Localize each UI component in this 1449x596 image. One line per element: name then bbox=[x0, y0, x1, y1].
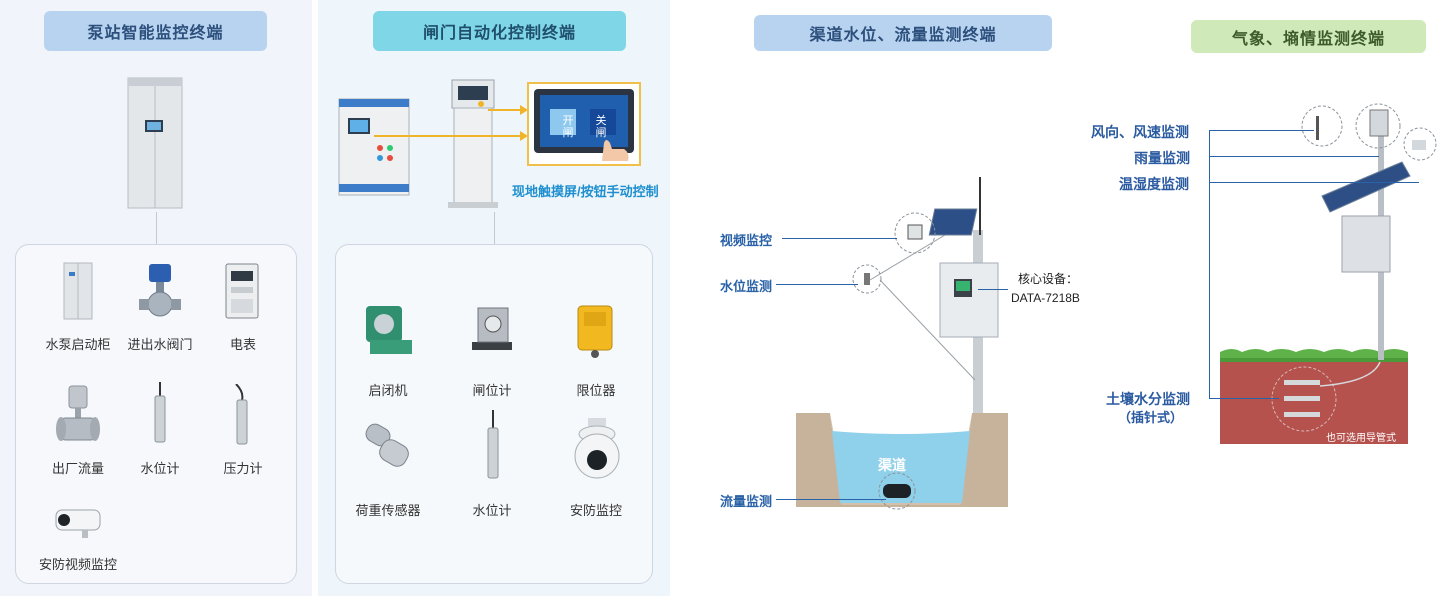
item-caption: 荷重传感器 bbox=[355, 503, 421, 518]
dome-camera-icon bbox=[574, 418, 620, 479]
item-caption: 出厂流量 bbox=[51, 461, 104, 476]
touch-control-label: 现地触摸屏/按钮手动控制 bbox=[512, 184, 659, 199]
bullet-camera-icon bbox=[55, 509, 101, 538]
item-caption: 启闭机 bbox=[368, 383, 408, 398]
gate-encoder-icon bbox=[472, 307, 512, 350]
item-caption: 安防视频监控 bbox=[38, 557, 117, 572]
channel-label: 渠道 bbox=[878, 457, 906, 473]
pointer-line bbox=[1209, 130, 1210, 398]
weather-station-illustration bbox=[1220, 103, 1437, 444]
gate-control-title: 闸门自动化控制终端 bbox=[373, 11, 626, 51]
limit-switch-icon bbox=[577, 305, 613, 358]
video-monitor-label: 视频监控 bbox=[720, 233, 773, 248]
item-caption: 电表 bbox=[229, 337, 256, 352]
soil-moisture-label: 土壤水分监测 bbox=[1106, 391, 1190, 407]
item-caption: 闸位计 bbox=[472, 383, 512, 398]
load-sensor-icon bbox=[365, 423, 409, 467]
item-caption: 压力计 bbox=[223, 461, 263, 476]
pointer-line bbox=[1209, 398, 1279, 399]
weather-monitoring-title: 气象、墒情监测终端 bbox=[1191, 20, 1426, 53]
pump-cabinet-icon bbox=[127, 77, 183, 209]
item-caption: 限位器 bbox=[576, 383, 616, 398]
item-caption: 水位计 bbox=[472, 503, 512, 518]
screen-open-label: 开闸 bbox=[562, 115, 574, 139]
flow-monitor-label: 流量监测 bbox=[720, 494, 773, 509]
flowmeter-icon bbox=[56, 385, 100, 441]
valve-icon bbox=[139, 264, 181, 317]
core-device-model: DATA-7218B bbox=[1011, 291, 1080, 305]
item-caption: 水位计 bbox=[140, 461, 180, 476]
soil-note-label: 也可选用导管式 bbox=[1326, 433, 1396, 444]
hoist-icon bbox=[366, 306, 412, 354]
pointer-line bbox=[1209, 156, 1379, 157]
pointer-line bbox=[782, 238, 897, 239]
pointer-line bbox=[776, 284, 858, 285]
electric-meter-icon bbox=[225, 263, 259, 319]
starter-cabinet-icon bbox=[63, 262, 93, 320]
rain-monitor-label: 雨量监测 bbox=[1134, 150, 1190, 166]
connector-line bbox=[494, 212, 495, 244]
gate-pedestal-controller-icon bbox=[448, 79, 498, 208]
connector-line bbox=[156, 212, 157, 244]
water-level-label: 水位监测 bbox=[720, 279, 773, 294]
pointer-line bbox=[1209, 130, 1314, 131]
gate-control-cabinet-icon bbox=[338, 98, 410, 196]
arrow-icon bbox=[374, 105, 528, 141]
temp-humidity-label: 温湿度监测 bbox=[1119, 176, 1189, 192]
pressure-sensor-icon bbox=[235, 384, 248, 445]
item-caption: 水泵启动柜 bbox=[45, 337, 111, 352]
screen-close-label: 关闸 bbox=[595, 115, 607, 139]
touchscreen-icon bbox=[534, 89, 634, 161]
wind-monitor-label: 风向、风速监测 bbox=[1091, 124, 1189, 140]
pointer-line bbox=[1209, 182, 1419, 183]
channel-monitoring-title: 渠道水位、流量监测终端 bbox=[754, 15, 1052, 51]
pointer-line bbox=[978, 289, 1008, 290]
gate-control-panel: 闸门自动化控制终端 开闸 关闸 现地触摸屏/按钮手动控制 bbox=[318, 0, 670, 596]
pointer-line bbox=[776, 499, 886, 500]
pump-station-title: 泵站智能监控终端 bbox=[44, 11, 267, 51]
item-caption: 安防监控 bbox=[569, 503, 622, 518]
channel-station-illustration bbox=[796, 177, 1008, 510]
item-caption: 进出水阀门 bbox=[127, 337, 193, 352]
soil-probe-type-label: （插针式） bbox=[1118, 410, 1184, 425]
water-level-sensor-icon bbox=[154, 382, 166, 443]
water-level-sensor-icon bbox=[487, 410, 499, 479]
pump-station-panel: 泵站智能监控终端 水泵启动柜 进出水阀门 电表 出厂流量 bbox=[0, 0, 312, 596]
core-device-label: 核心设备： bbox=[1018, 272, 1079, 286]
